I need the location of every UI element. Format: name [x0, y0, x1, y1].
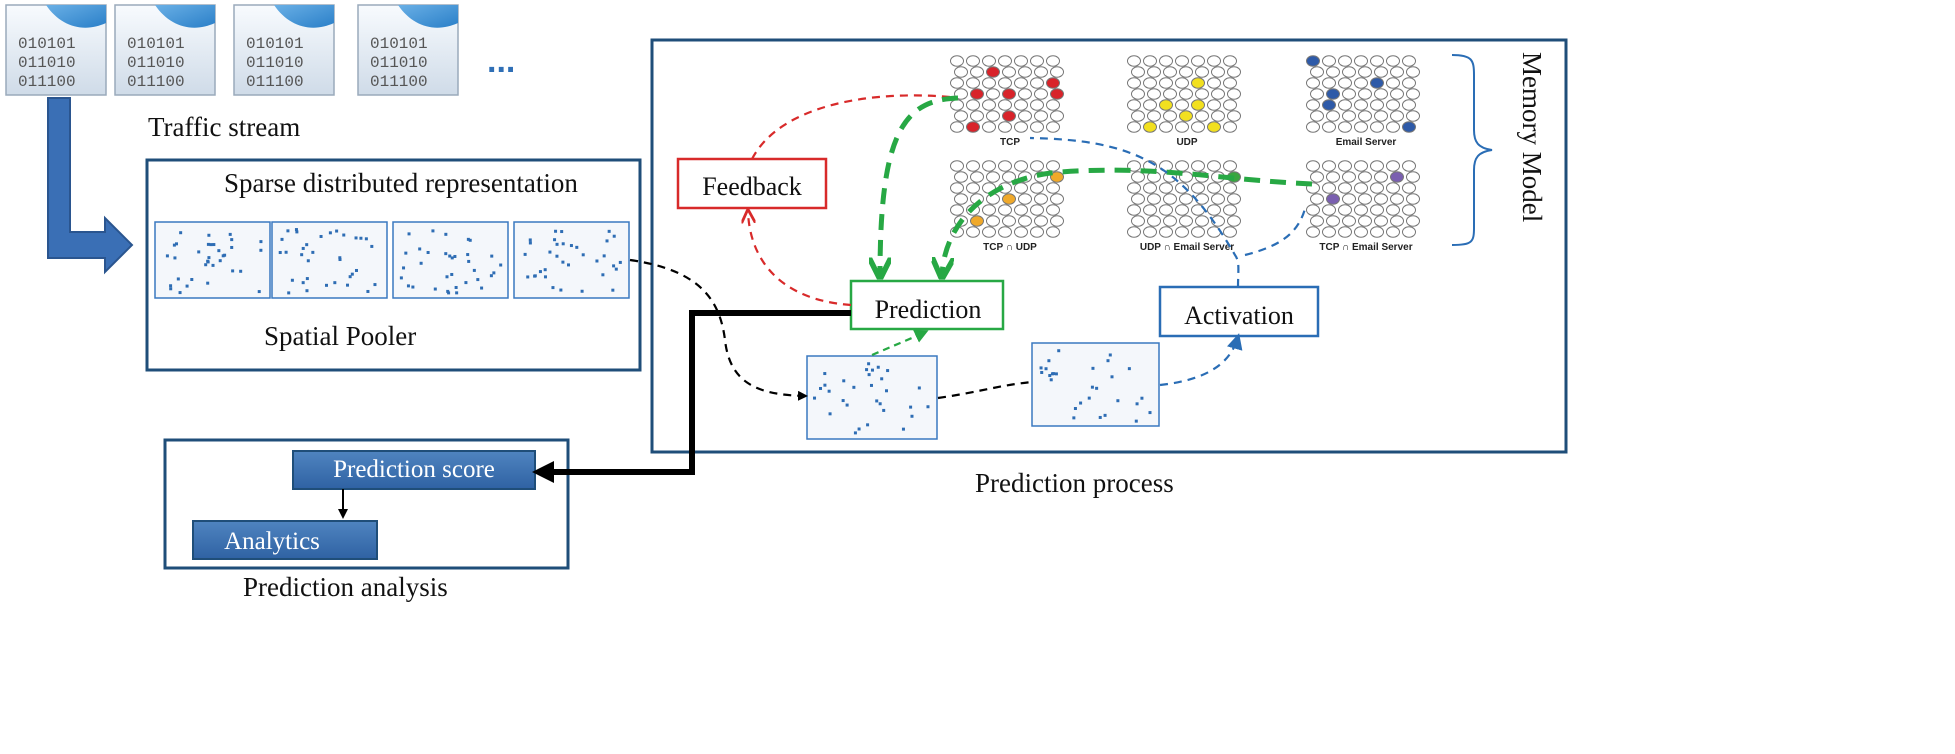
- file-binary-line: 011010: [127, 54, 185, 72]
- sdr-panel: [806, 355, 938, 440]
- memory-grid: TCP ∩ Email Server: [1306, 160, 1420, 253]
- sdr-to-sdr-connector: [937, 380, 1033, 400]
- sdr-panel: [392, 221, 509, 299]
- memory-to-prediction-arrow-b: [942, 167, 1313, 275]
- activation-to-email-curve: [1244, 204, 1308, 257]
- prediction-to-score-arrow: [532, 310, 851, 483]
- prediction-analysis-label: Prediction analysis: [243, 572, 448, 602]
- sdr-panel: [1031, 342, 1160, 427]
- sdr-to-activation-arrow: [1159, 333, 1243, 387]
- file-binary-line: 011010: [370, 54, 428, 72]
- memory-model-label: Memory Model: [1517, 52, 1547, 222]
- sdr-panel: [513, 221, 630, 299]
- memory-grid-label: TCP: [1000, 137, 1020, 148]
- file-binary-line: 011100: [246, 73, 304, 91]
- file-binary-line: 011100: [127, 73, 185, 91]
- sdr-panels: [154, 221, 630, 299]
- file-binary-line: 010101: [127, 35, 185, 53]
- file-binary-line: 011100: [370, 73, 428, 91]
- memory-grid-label: Email Server: [1336, 137, 1397, 148]
- memory-grid-label: TCP ∩ Email Server: [1319, 242, 1412, 253]
- memory-to-prediction-arrow-a: [880, 95, 959, 275]
- file-binary-line: 011010: [246, 54, 304, 72]
- memory-grid: TCP ∩ UDP: [950, 160, 1064, 253]
- file-binary-line: 010101: [246, 35, 304, 53]
- memory-grid-label: UDP: [1176, 137, 1197, 148]
- process-sdr-panels: [806, 342, 1160, 440]
- memory-grid: UDP: [1127, 55, 1241, 148]
- traffic-stream: 0101010110100111000101010110100111000101…: [5, 4, 515, 142]
- traffic-ellipsis: ...: [487, 42, 515, 80]
- file-icons: 0101010110100111000101010110100111000101…: [5, 4, 459, 96]
- analytics-box: Analytics: [192, 520, 378, 560]
- feedback-to-memory-curve: [751, 94, 951, 160]
- sdr-heading: Sparse distributed representation: [224, 168, 578, 198]
- memory-model-brace: [1451, 54, 1493, 246]
- memory-grid-label: UDP ∩ Email Server: [1140, 242, 1234, 253]
- memory-grid: Email Server: [1306, 55, 1420, 148]
- sdr-panel: [154, 221, 271, 299]
- file-binary-line: 011010: [18, 54, 76, 72]
- prediction-to-feedback-arrow: [748, 212, 852, 307]
- traffic-to-pooler-arrow: [47, 97, 134, 275]
- memory-grid: TCP: [950, 55, 1064, 148]
- file-binary-line: 011100: [18, 73, 76, 91]
- memory-grid-label: TCP ∩ UDP: [983, 242, 1037, 253]
- prediction-label: Prediction: [875, 295, 982, 324]
- traffic-stream-label: Traffic stream: [148, 112, 300, 142]
- activation-label: Activation: [1184, 301, 1294, 330]
- spatial-pooler-label: Spatial Pooler: [264, 321, 416, 351]
- sdr-panel: [271, 221, 388, 299]
- analytics-label: Analytics: [224, 528, 320, 555]
- prediction-process-label: Prediction process: [975, 468, 1174, 498]
- prediction-score-label: Prediction score: [333, 456, 495, 483]
- prediction-score-box: Prediction score: [292, 450, 536, 490]
- activation-to-memory-curve: [1029, 136, 1240, 288]
- memory-grid: UDP ∩ Email Server: [1127, 160, 1241, 253]
- file-binary-line: 010101: [370, 35, 428, 53]
- feedback-label: Feedback: [702, 172, 802, 201]
- feedback-box: [676, 157, 828, 210]
- file-binary-line: 010101: [18, 35, 76, 53]
- sdr-to-prediction-arrow: [871, 329, 929, 357]
